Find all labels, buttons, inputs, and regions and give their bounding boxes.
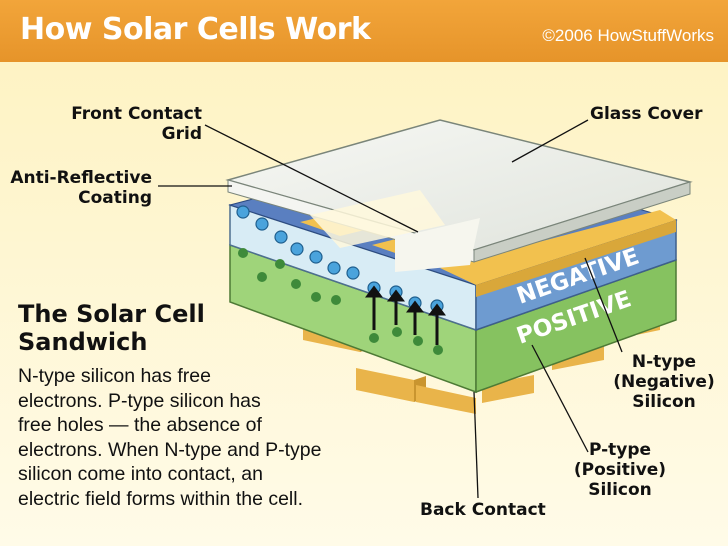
- sidebar-title: The Solar Cell Sandwich: [18, 300, 205, 356]
- n-type-silicon-label: N-type (Negative) Silicon: [613, 352, 715, 412]
- glass-cover: [225, 119, 693, 272]
- electric-field-arrows: [365, 285, 446, 345]
- p-type-silicon-label: P-type (Positive) Silicon: [573, 440, 667, 500]
- copyright-notice: ©2006 HowStuffWorks: [542, 26, 714, 45]
- front-contact-grid-label: Front Contact Grid: [71, 104, 202, 144]
- header-bar: How Solar Cells Work ©2006 HowStuffWorks: [0, 0, 728, 62]
- free-holes: [238, 248, 443, 355]
- glass-cover-label: Glass Cover: [590, 104, 703, 124]
- page-title: How Solar Cells Work: [20, 12, 371, 47]
- anti-reflective-coating-label: Anti-Reflective Coating: [10, 168, 152, 208]
- back-contact-label: Back Contact: [420, 500, 546, 520]
- leader-lines: [158, 119, 623, 499]
- sidebar-body: N-type silicon has free electrons. P-typ…: [18, 365, 322, 510]
